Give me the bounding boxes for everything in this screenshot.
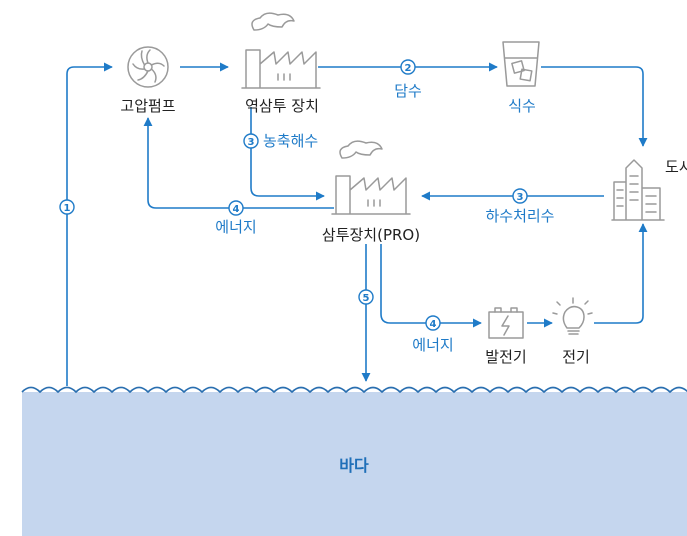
flow-glass-to-city xyxy=(541,66,648,147)
step-number-4-pump: 4 xyxy=(228,200,244,216)
step-number-3-concentrate: 3 xyxy=(243,133,259,149)
flow-label-energy-pump: 에너지 xyxy=(215,218,256,236)
flow-ro-to-pro xyxy=(250,107,325,201)
step-number-3-wastewater: 3 xyxy=(512,188,528,204)
sea: 바다 xyxy=(21,386,687,536)
node-city: 도시 xyxy=(665,158,687,176)
step-badges: 1 2 3 3 4 4 5 xyxy=(59,59,528,331)
fan-icon xyxy=(127,46,169,88)
svg-text:1: 1 xyxy=(64,203,71,214)
factory-icon xyxy=(331,140,411,215)
flow-pro-to-pump xyxy=(143,117,334,209)
sea-wave xyxy=(21,386,687,394)
flow-label-concentrated-seawater: 농축해수 xyxy=(263,132,318,150)
flow-pro-to-generator xyxy=(380,244,482,328)
svg-text:3: 3 xyxy=(517,192,524,203)
step-number-2: 2 xyxy=(400,59,416,75)
step-number-1: 1 xyxy=(59,199,75,215)
building-icon xyxy=(611,159,665,221)
node-electricity: 전기 xyxy=(562,348,590,366)
sea-body xyxy=(22,392,687,536)
sea-label: 바다 xyxy=(339,456,369,475)
flow-label-energy-generator: 에너지 xyxy=(412,336,453,354)
svg-text:4: 4 xyxy=(430,319,437,330)
svg-text:4: 4 xyxy=(233,204,240,215)
flow-bulb-to-city xyxy=(594,223,648,324)
step-number-5: 5 xyxy=(358,289,374,305)
battery-icon xyxy=(488,307,524,339)
svg-text:5: 5 xyxy=(363,293,370,304)
flow-sea-to-pump xyxy=(66,62,113,386)
node-drinking-water: 식수 xyxy=(508,97,536,115)
factory-icon xyxy=(241,12,321,89)
node-ro-plant: 역삼투 장치 xyxy=(245,97,319,115)
flow-label-wastewater: 하수처리수 xyxy=(485,207,554,225)
glass-icon xyxy=(502,41,540,87)
lightbulb-icon xyxy=(552,297,593,335)
node-pump: 고압펌프 xyxy=(120,97,175,115)
node-generator: 발전기 xyxy=(485,348,526,366)
flow-label-fresh-water: 담수 xyxy=(394,82,422,100)
node-pro-plant: 삼투장치(PRO) xyxy=(322,226,420,244)
svg-text:3: 3 xyxy=(248,137,255,148)
step-number-4-generator: 4 xyxy=(425,315,441,331)
svg-text:2: 2 xyxy=(405,63,412,74)
